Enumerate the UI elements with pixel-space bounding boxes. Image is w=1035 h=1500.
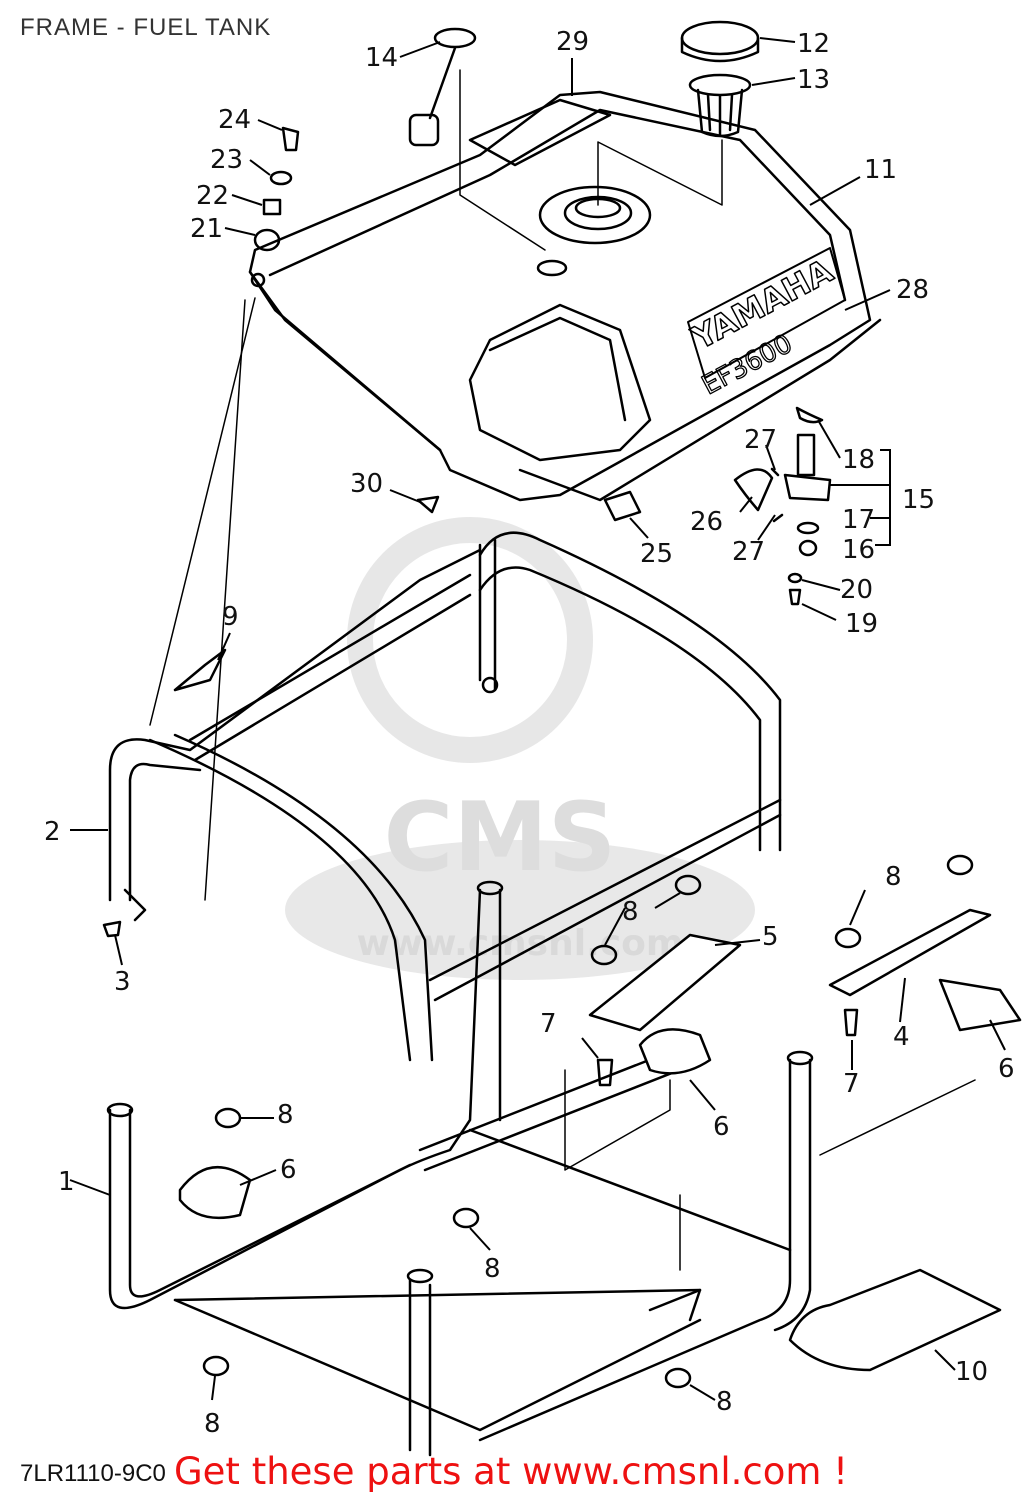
callout-21[interactable]: 21 [190,214,223,244]
promo-link[interactable]: Get these parts at www.cmsnl.com ! [174,1450,849,1493]
callout-4[interactable]: 4 [893,1022,910,1052]
fuel-strainer [688,73,752,138]
callout-3[interactable]: 3 [114,967,131,997]
callout-20[interactable]: 20 [840,575,873,605]
watermark-brand: CMS [384,783,617,893]
bolt-3 [102,920,122,938]
callout-15[interactable]: 15 [902,485,935,515]
rubber-mount [178,978,1022,1220]
bolts-7 [596,1008,859,1087]
flange-nuts [202,854,974,1389]
callout-29[interactable]: 29 [556,27,589,57]
drawing-code: 7LR1110-9C0 [20,1460,166,1487]
callout-7a[interactable]: 7 [540,1009,557,1039]
callout-9[interactable]: 9 [222,602,239,632]
callout-26[interactable]: 26 [690,507,723,537]
callout-22[interactable]: 22 [196,181,229,211]
callout-30[interactable]: 30 [350,469,383,499]
callout-27b[interactable]: 27 [732,537,765,567]
callout-labels: 1 2 3 4 5 6 6 6 7 7 8 8 8 8 8 8 9 10 11 … [44,27,1015,1439]
callout-28[interactable]: 28 [896,275,929,305]
callout-18[interactable]: 18 [842,445,875,475]
watermark-url: www.cmsnl.com [357,923,684,964]
clip-and-screw [416,490,642,522]
bracket-5 [588,933,742,1032]
callout-24[interactable]: 24 [218,105,251,135]
callout-2[interactable]: 2 [44,817,61,847]
callout-19[interactable]: 19 [845,609,878,639]
callout-8e[interactable]: 8 [204,1409,221,1439]
callout-8d[interactable]: 8 [484,1254,501,1284]
callout-11[interactable]: 11 [864,155,897,185]
callout-8b[interactable]: 8 [622,897,639,927]
callout-6c[interactable]: 6 [998,1054,1015,1084]
callout-12[interactable]: 12 [797,29,830,59]
callout-27a[interactable]: 27 [744,425,777,455]
tank-mount-hardware [253,126,300,252]
callout-17[interactable]: 17 [842,505,875,535]
callout-13[interactable]: 13 [797,65,830,95]
callout-1[interactable]: 1 [58,1167,75,1197]
bracket-4 [828,908,992,997]
fuel-gauge [408,27,477,147]
callout-6b[interactable]: 6 [713,1112,730,1142]
callout-16[interactable]: 16 [842,535,875,565]
callout-25[interactable]: 25 [640,539,673,569]
fuel-cap [680,20,760,63]
fuel-tank: YAMAHA EF3600 [248,90,882,502]
callout-23[interactable]: 23 [210,145,243,175]
watermark: CMS www.cmsnl.com [285,517,755,980]
tag-plate [173,648,227,692]
callout-8f[interactable]: 8 [716,1387,733,1417]
reference-lines [149,69,976,1271]
fuel-cock [733,406,832,606]
end-cover [788,1268,1002,1372]
callout-8c[interactable]: 8 [885,862,902,892]
callout-7b[interactable]: 7 [843,1069,860,1099]
frame-upper [108,531,782,1062]
callout-5[interactable]: 5 [762,922,779,952]
callout-6a[interactable]: 6 [280,1155,297,1185]
callout-14[interactable]: 14 [365,43,398,73]
callout-10[interactable]: 10 [955,1357,988,1387]
diagram-title: FRAME - FUEL TANK [20,14,272,41]
callout-8a[interactable]: 8 [277,1100,294,1130]
leader-lines [69,37,1006,1401]
